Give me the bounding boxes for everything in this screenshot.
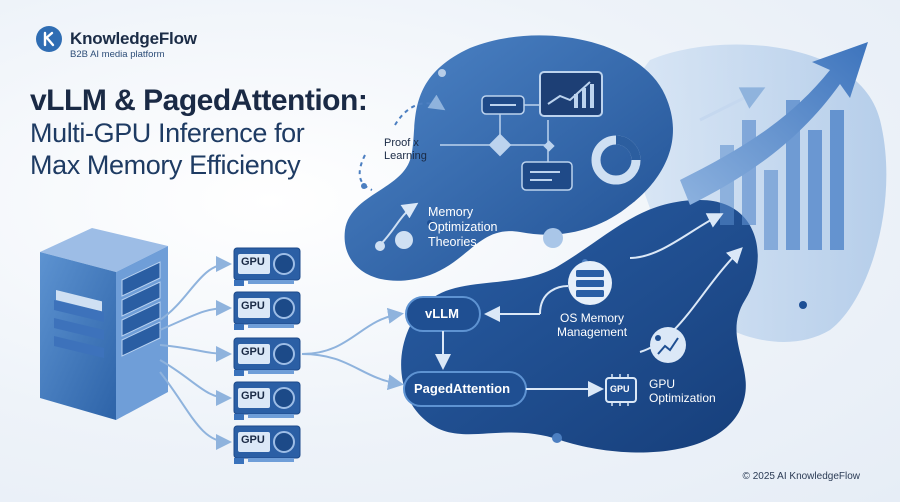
server-gpu-connectors (159, 256, 232, 450)
copyright-text: © 2025 AI KnowledgeFlow (742, 471, 860, 482)
growth-arrow-small (699, 87, 766, 122)
os-memory-line-1: OS Memory (560, 311, 625, 325)
chart-card-icon (539, 71, 603, 117)
vllm-label: vLLM (425, 306, 459, 321)
gpu-card-label: GPU (241, 390, 265, 402)
paged-attention-label: PagedAttention (414, 381, 511, 396)
proof-learning-label: Proof x Learning (384, 137, 427, 163)
gpu-card-label: GPU (241, 434, 265, 446)
page-title: vLLM & PagedAttention: (30, 84, 368, 117)
gpu-card-graphics (233, 247, 301, 464)
proof-label-line-2: Learning (384, 150, 427, 162)
memory-theories-line-1: Memory (428, 205, 474, 219)
gpu-vllm-connectors (301, 307, 404, 391)
gpu-optimization-label: GPU Optimization (649, 377, 716, 405)
brand-logo: KnowledgeFlow (36, 26, 197, 52)
gpu-chip-icon (605, 374, 637, 406)
gpu-chip-label: GPU (610, 384, 630, 394)
os-memory-line-2: Management (557, 325, 628, 339)
list-card-icon (521, 161, 573, 191)
memory-theories-line-2: Optimization (428, 220, 498, 234)
brand-name: KnowledgeFlow (70, 29, 197, 48)
page-subtitle-line-2: Max Memory Efficiency (30, 150, 301, 180)
k-letter-icon (36, 26, 62, 52)
gpu-optimization-line-1: GPU (649, 377, 676, 391)
gpu-card-label: GPU (241, 346, 265, 358)
proof-dashed-arrow (394, 94, 446, 126)
gpu-card-label: GPU (241, 300, 265, 312)
os-memory-server-icon (568, 261, 612, 305)
page-subtitle-line-1: Multi-GPU Inference for (30, 118, 305, 148)
gpu-optimization-line-2: Optimization (649, 391, 716, 405)
gpu-card-label: GPU (241, 256, 265, 268)
brand-tagline: B2B AI media platform (70, 49, 165, 60)
server-tower-icon (40, 228, 168, 420)
os-memory-label: OS Memory Management (557, 311, 627, 339)
proof-label-line-1: Proof x (384, 137, 419, 149)
memory-theories-line-3: Theories (428, 235, 477, 249)
optimization-icon (650, 327, 686, 363)
growth-arrow (680, 42, 868, 205)
memory-theories-label: Memory Optimization Theories (428, 205, 497, 250)
